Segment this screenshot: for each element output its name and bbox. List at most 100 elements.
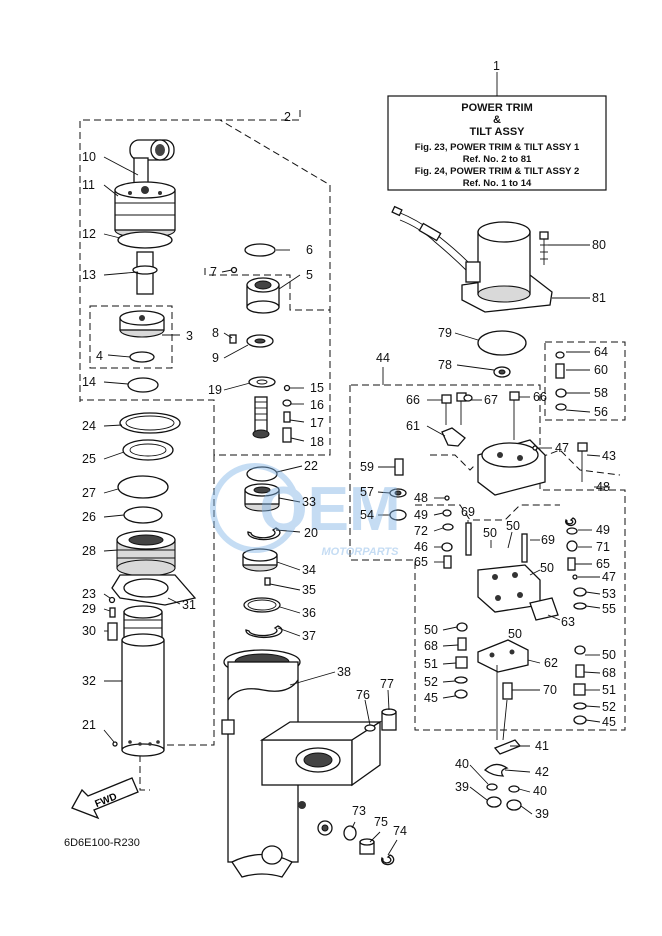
leader-lines (103, 156, 610, 856)
callout-13: 13 (82, 268, 96, 282)
washer-part-19 (248, 376, 276, 388)
callout-50d: 50 (424, 623, 438, 637)
callout-44: 44 (376, 351, 390, 365)
filter-part-41 (493, 739, 522, 755)
o-ring-part-45-right (573, 715, 587, 725)
pin-part-69-right (521, 533, 528, 563)
fwd-arrow: FWD (71, 777, 139, 820)
middle-parts-group (221, 243, 397, 878)
callout-46: 46 (414, 540, 428, 554)
o-ring-part-4 (129, 351, 155, 363)
title-line-6: Fig. 24, POWER TRIM & TILT ASSY 2 (415, 166, 580, 177)
gear-pump (477, 564, 541, 613)
title-line-3: TILT ASSY (470, 126, 526, 138)
callout-10: 10 (82, 150, 96, 164)
callout-3: 3 (186, 329, 193, 343)
callout-73: 73 (352, 804, 366, 818)
callout-71: 71 (596, 540, 610, 554)
o-ring-part-14 (127, 377, 159, 393)
callout-51a: 51 (424, 657, 438, 671)
callout-48b: 48 (596, 480, 610, 494)
callout-28: 28 (82, 544, 96, 558)
callout-58: 58 (594, 386, 608, 400)
callout-6: 6 (306, 243, 313, 257)
callout-51b: 51 (602, 683, 616, 697)
bolt-part-43 (577, 442, 588, 482)
ball-part-21 (112, 741, 118, 747)
callout-79: 79 (438, 326, 452, 340)
watermark: OEM MOTORPARTS (210, 463, 401, 558)
spring-part-68-right (575, 664, 585, 678)
callout-70: 70 (543, 683, 557, 697)
callout-49a: 49 (414, 508, 428, 522)
o-ring-part-45-left (454, 689, 468, 699)
callout-14: 14 (82, 375, 96, 389)
trim-motor (465, 221, 531, 303)
seat-part-53 (573, 587, 587, 597)
callout-52a: 52 (424, 675, 438, 689)
pin-part-16 (282, 399, 292, 407)
o-ring-part-27 (117, 475, 169, 499)
callout-34: 34 (302, 563, 316, 577)
callout-81: 81 (592, 291, 606, 305)
clip-part-48-right (564, 517, 577, 527)
callout-50f: 50 (602, 648, 616, 662)
valve-part-51-right (573, 683, 586, 696)
callout-77: 77 (380, 677, 394, 691)
callout-54: 54 (360, 508, 374, 522)
callout-64: 64 (594, 345, 608, 359)
cap-part-33 (244, 483, 280, 512)
bolt-part-80 (539, 231, 549, 265)
callout-68a: 68 (424, 639, 438, 653)
clip-part-74 (381, 854, 395, 866)
callout-57: 57 (360, 485, 374, 499)
plate-part-61 (441, 427, 466, 447)
motor-group (389, 205, 588, 811)
callout-47a: 47 (555, 441, 569, 455)
pin-part-17 (283, 411, 291, 423)
callout-65a: 65 (414, 555, 428, 569)
o-ring-part-26 (123, 506, 163, 524)
callout-42: 42 (535, 765, 549, 779)
callout-41: 41 (535, 739, 549, 753)
ball-part-15 (283, 384, 291, 392)
callout-39b: 39 (535, 807, 549, 821)
callout-29: 29 (82, 602, 96, 616)
callout-40b: 40 (533, 784, 547, 798)
callout-11: 11 (82, 178, 95, 192)
callout-19: 19 (208, 383, 222, 397)
pin-part-29 (109, 607, 116, 618)
callout-4: 4 (96, 349, 103, 363)
ball-part-47-lower (572, 574, 578, 580)
title-line-2: & (493, 114, 501, 126)
callout-8: 8 (212, 326, 219, 340)
callout-20: 20 (304, 526, 318, 540)
callout-66a: 66 (406, 393, 420, 407)
pin-part-69-left (465, 522, 472, 556)
ball-part-47-upper (532, 445, 538, 451)
callout-33: 33 (302, 495, 316, 509)
callout-63: 63 (561, 615, 575, 629)
spring-part-60 (555, 363, 565, 379)
o-ring-part-39-left (486, 796, 502, 808)
callout-17: 17 (310, 416, 324, 430)
callout-49b: 49 (596, 523, 610, 537)
washer-part-49-left (442, 509, 452, 517)
motor-wires (397, 211, 469, 273)
ball-part-7 (230, 266, 238, 274)
callout-15: 15 (310, 381, 324, 395)
callout-47b: 47 (602, 570, 616, 584)
callout-9: 9 (212, 351, 219, 365)
callout-12: 12 (82, 227, 96, 241)
callout-43: 43 (602, 449, 616, 463)
spring-part-18 (282, 427, 292, 443)
title-line-5: Ref. No. 2 to 81 (463, 154, 532, 165)
callout-56: 56 (594, 405, 608, 419)
watermark-sub: MOTORPARTS (321, 546, 399, 558)
callout-27: 27 (82, 486, 96, 500)
cap-part-50-right (574, 645, 586, 655)
callout-40a: 40 (455, 757, 469, 771)
callout-37: 37 (302, 629, 316, 643)
callout-18: 18 (310, 435, 324, 449)
